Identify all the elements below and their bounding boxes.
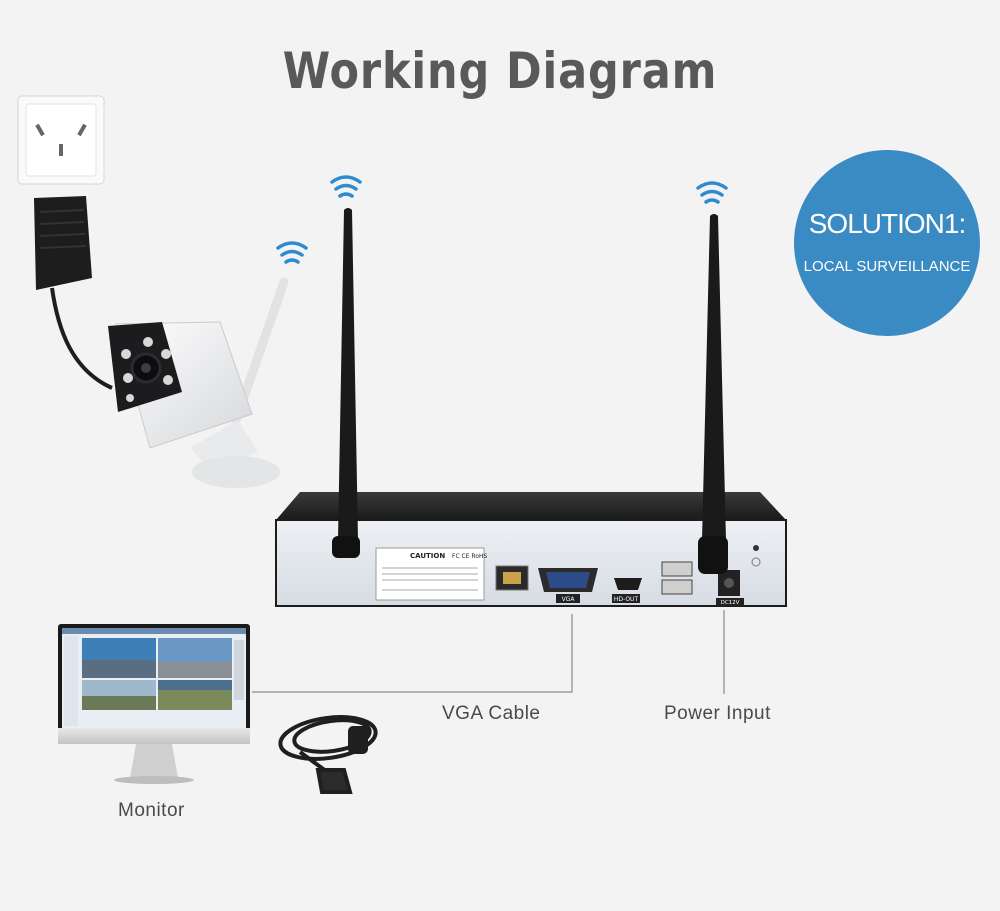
hdmi-port-label: HD-OUT bbox=[614, 596, 639, 603]
bullet-camera bbox=[108, 277, 289, 488]
sticker-marks: FC CE RoHS bbox=[452, 553, 488, 560]
power-input-label: Power Input bbox=[664, 703, 771, 724]
vga-port-label: VGA bbox=[562, 596, 576, 603]
dc-port-label: DC12V bbox=[721, 600, 740, 606]
nvr-antenna-left bbox=[332, 208, 360, 558]
wall-socket bbox=[17, 95, 105, 185]
power-adapter bbox=[34, 196, 113, 390]
nvr-antenna-right bbox=[698, 214, 728, 574]
wifi-icon bbox=[276, 241, 308, 264]
vga-cable-label: VGA Cable bbox=[442, 703, 541, 724]
sticker-heading: CAUTION bbox=[410, 552, 445, 560]
badge-subtitle: LOCAL SURVEILLANCE bbox=[803, 258, 971, 275]
vga-connection-line bbox=[252, 614, 573, 693]
monitor bbox=[58, 624, 250, 784]
page-title: Working Diagram bbox=[282, 42, 718, 100]
wifi-icon bbox=[696, 181, 728, 204]
monitor-label: Monitor bbox=[118, 800, 185, 821]
wifi-icon bbox=[330, 175, 362, 198]
vga-cable bbox=[278, 715, 378, 794]
solution-badge: SOLUTION1: LOCAL SURVEILLANCE bbox=[794, 150, 980, 336]
badge-title: SOLUTION1: bbox=[808, 208, 966, 239]
